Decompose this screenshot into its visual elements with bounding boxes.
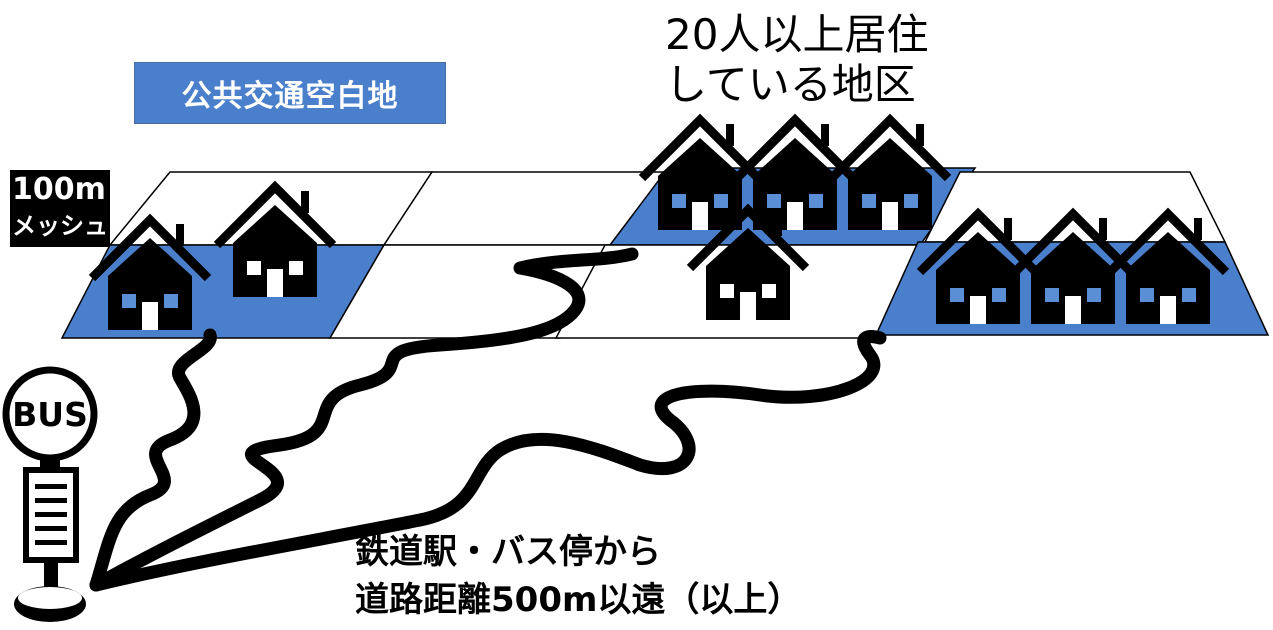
house-icon — [832, 120, 948, 230]
bus-stop-icon: BUS — [2, 366, 98, 622]
road-path — [89, 330, 887, 592]
area-title-line1: 20人以上居住 — [665, 10, 929, 59]
distance-caption-line2: 道路距離500m以遠（以上） — [355, 580, 802, 620]
legend-transit-gap: 公共交通空白地 — [134, 62, 446, 124]
legend-label: 公共交通空白地 — [181, 79, 399, 114]
distance-caption: 鉄道駅・バス停から 道路距離500m以遠（以上） — [355, 528, 801, 624]
bus-sign-text: BUS — [12, 395, 88, 434]
mesh-size-label: 100m メッシュ — [10, 170, 110, 247]
distance-caption-line1: 鉄道駅・バス停から — [355, 532, 661, 572]
road-paths — [89, 247, 887, 592]
residential-area-title: 20人以上居住 している地区 — [665, 10, 928, 110]
area-title-line2: している地区 — [665, 60, 916, 109]
road-path — [89, 247, 639, 592]
mesh-label-unit: メッシュ — [12, 212, 108, 240]
mesh-label-size: 100m — [12, 172, 106, 207]
road-path — [89, 328, 217, 592]
